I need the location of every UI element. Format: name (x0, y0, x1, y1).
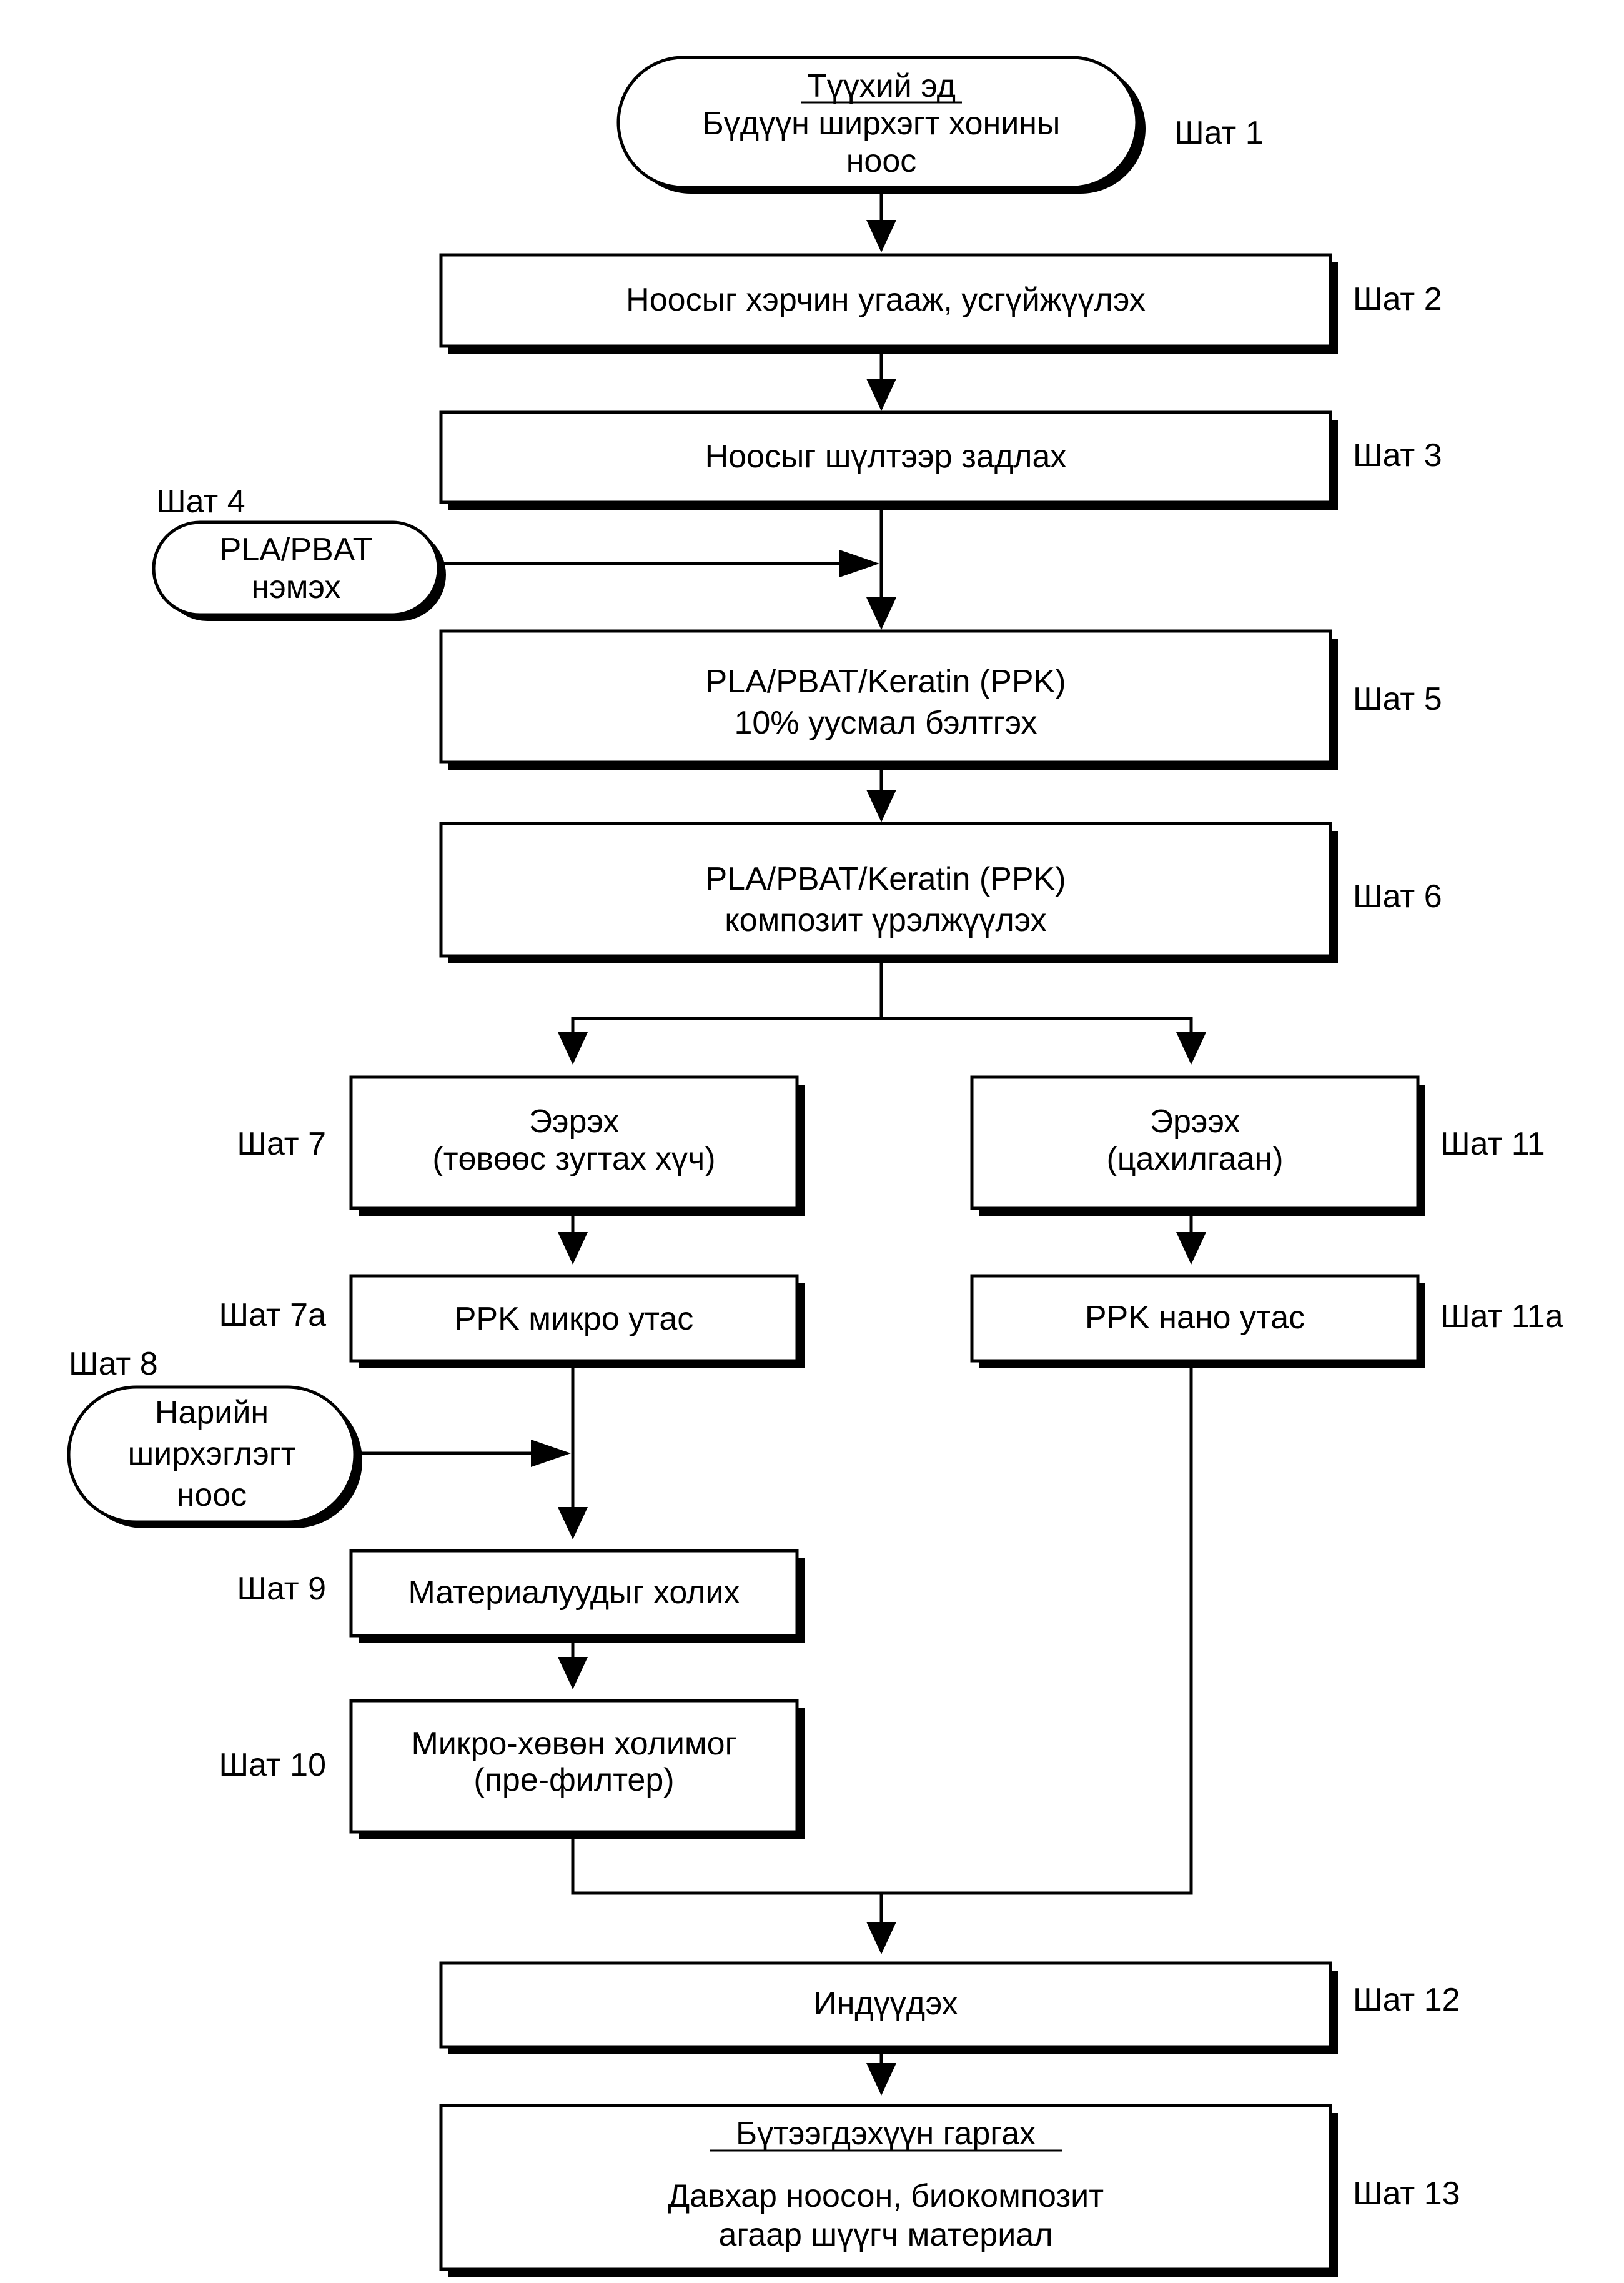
arrowhead-into-step-3 (866, 379, 896, 411)
compress-label: Индүүдэх (813, 1986, 958, 2022)
nano-fiber-label: PPK нано утас (1085, 1300, 1305, 1336)
arrowhead-into-step-11a (1176, 1232, 1206, 1265)
arrowhead-step-8-join (531, 1440, 571, 1467)
arrowhead-into-step-10 (558, 1657, 588, 1689)
spin-electro-line-1: Эрээх (1150, 1103, 1240, 1140)
arrowheads (531, 220, 1206, 2096)
node-composite: PLA/PBAT/Keratin (PPK) композит үрэлжүүл… (439, 822, 1338, 963)
node-shape (152, 520, 440, 617)
step-label-9: Шат 9 (237, 1571, 326, 1607)
add-pla-pbat-line-2: нэмэх (252, 569, 341, 605)
pre-filter-line-2: (пре-филтер) (473, 1762, 674, 1798)
node-spin-centrifugal: Ээрэх (төвөөс зугтах хүч) (349, 1075, 805, 1216)
node-shape (439, 410, 1332, 504)
arrowhead-into-step-12 (866, 1922, 896, 1954)
spin-centrifugal-line-2: (төвөөс зугтах хүч) (432, 1141, 715, 1177)
spin-centrifugal-line-1: Ээрэх (529, 1103, 620, 1140)
step-label-10: Шат 10 (219, 1747, 326, 1783)
raw-material-line-1: Бүдүүн ширхэгт хонины (703, 106, 1061, 142)
node-spin-electro: Эрээх (цахилгаан) (970, 1075, 1425, 1216)
node-shape (439, 822, 1332, 958)
step-label-8: Шат 8 (69, 1346, 158, 1382)
step-label-11: Шат 11 (1440, 1126, 1545, 1162)
step-label-6: Шат 6 (1353, 878, 1442, 915)
solution-line-1: PLA/PBAT/Keratin (PPK) (705, 664, 1066, 700)
node-shape (349, 1274, 799, 1363)
composite-line-1: PLA/PBAT/Keratin (PPK) (705, 861, 1066, 897)
node-shape (439, 629, 1332, 764)
raw-material-title: Түүхий эд (807, 68, 956, 104)
spin-electro-line-2: (цахилгаан) (1106, 1141, 1283, 1177)
step-label-12: Шат 12 (1353, 1982, 1460, 2018)
node-shape (439, 253, 1332, 348)
node-wash-dry: Ноосыг хэрчин угааж, усгүйжүүлэх (439, 253, 1338, 354)
node-product: Бүтээгдэхүүн гаргах Давхар ноосон, биоко… (439, 2104, 1338, 2277)
solution-line-2: 10% уусмал бэлтгэх (734, 705, 1037, 741)
arrowhead-into-step-7 (558, 1032, 588, 1065)
add-pla-pbat-line-1: PLA/PBAT (220, 532, 373, 568)
node-nano-fiber: PPK нано утас (970, 1274, 1425, 1368)
node-pre-filter: Микро-хөвөн холимог (пре-филтер) (349, 1699, 805, 1839)
arrowhead-into-step-6 (866, 790, 896, 822)
step-label-2: Шат 2 (1353, 281, 1442, 317)
step-label-1: Шат 1 (1174, 115, 1264, 151)
node-fine-wool: Нарийн ширхэглэгт ноос (67, 1385, 362, 1528)
fine-wool-line-3: ноос (177, 1477, 247, 1513)
fine-wool-line-1: Нарийн (155, 1395, 269, 1431)
composite-line-2: композит үрэлжүүлэх (725, 902, 1046, 938)
node-solution: PLA/PBAT/Keratin (PPK) 10% уусмал бэлтгэ… (439, 629, 1338, 770)
node-shape (349, 1549, 799, 1638)
node-mix: Материалуудыг холих (349, 1549, 805, 1643)
node-compress: Индүүдэх (439, 1961, 1338, 2054)
step-label-5: Шат 5 (1353, 681, 1442, 717)
arrowhead-into-step-9 (558, 1507, 588, 1539)
fine-wool-line-2: ширхэглэгт (127, 1436, 295, 1472)
node-shape (439, 2104, 1332, 2271)
node-shape (67, 1385, 357, 1524)
step-label-4: Шат 4 (156, 484, 245, 520)
node-shape (349, 1699, 799, 1834)
node-micro-fiber: PPK микро утас (349, 1274, 805, 1368)
micro-fiber-label: PPK микро утас (455, 1301, 693, 1337)
node-shape (970, 1274, 1420, 1363)
product-line-2: агаар шүүгч материал (718, 2217, 1052, 2253)
product-line-1: Давхар ноосон, биокомпозит (668, 2178, 1104, 2214)
step-label-3: Шат 3 (1353, 437, 1442, 474)
raw-material-line-2: ноос (846, 143, 917, 179)
arrowhead-into-step-11 (1176, 1032, 1206, 1065)
arrowhead-into-step-2 (866, 220, 896, 252)
arrowhead-into-step-5 (866, 597, 896, 630)
node-comb: Ноосыг шүлтээр задлах (439, 410, 1338, 510)
arrowhead-into-step-13 (866, 2063, 896, 2096)
wash-dry-label: Ноосыг хэрчин угааж, усгүйжүүлэх (626, 282, 1146, 318)
product-title: Бүтээгдэхүүн гаргах (736, 2116, 1036, 2152)
node-shape (970, 1075, 1420, 1210)
mix-label: Материалуудыг холих (408, 1574, 740, 1611)
pre-filter-line-1: Микро-хөвөн холимог (411, 1726, 736, 1762)
arrowhead-into-step-7a (558, 1232, 588, 1265)
node-raw-material: Түүхий эд Бүдүүн ширхэгт хонины ноос (616, 56, 1146, 194)
node-shape (439, 1961, 1332, 2049)
node-shape (616, 56, 1139, 189)
step-label-13: Шат 13 (1353, 2176, 1460, 2212)
step-label-11a: Шат 11а (1440, 1298, 1563, 1335)
node-add-pla-pbat: PLA/PBAT нэмэх (152, 520, 446, 621)
comb-label: Ноосыг шүлтээр задлах (705, 439, 1067, 475)
arrowhead-step-4-join (839, 550, 879, 577)
step-label-7a: Шат 7а (219, 1297, 326, 1333)
node-shape (349, 1075, 799, 1210)
connector-6-split (571, 960, 1193, 1035)
connector-merge (571, 1352, 1193, 1924)
step-label-7: Шат 7 (237, 1126, 326, 1162)
